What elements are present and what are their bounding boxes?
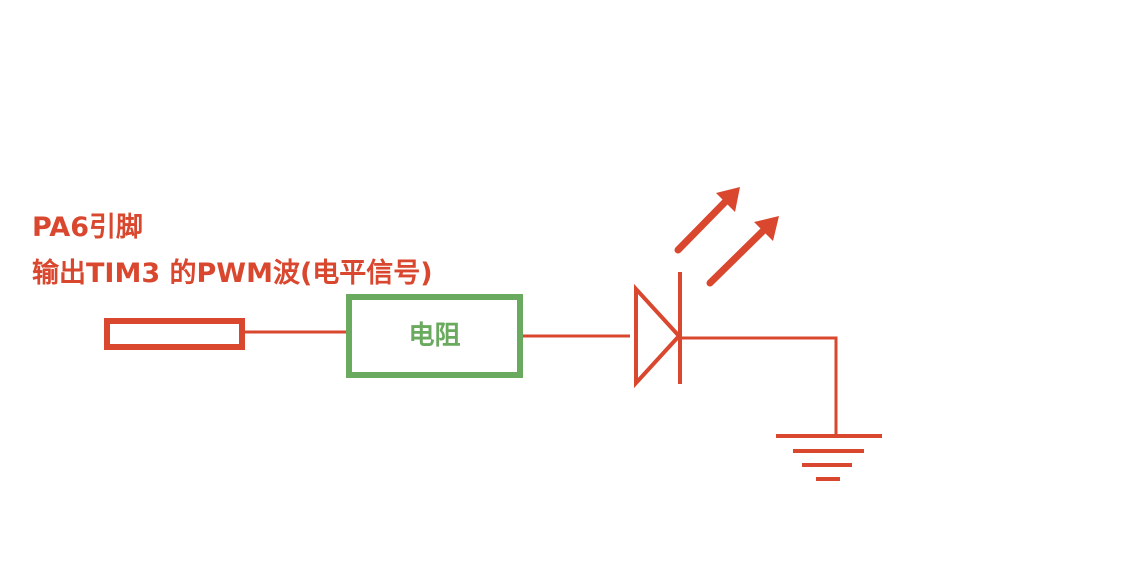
ground-symbol-icon	[776, 434, 882, 481]
pin-terminal-icon	[104, 318, 245, 350]
wire-led-to-ground	[680, 336, 838, 436]
resistor-label: 电阻	[408, 321, 461, 351]
pin-description: 输出TIM3 的PWM波(电平信号)	[32, 258, 433, 289]
light-emission-arrows-icon	[674, 187, 779, 287]
pin-title: PA6引脚	[32, 212, 143, 243]
led-diode-icon	[634, 272, 682, 389]
resistor-box	[346, 294, 523, 378]
